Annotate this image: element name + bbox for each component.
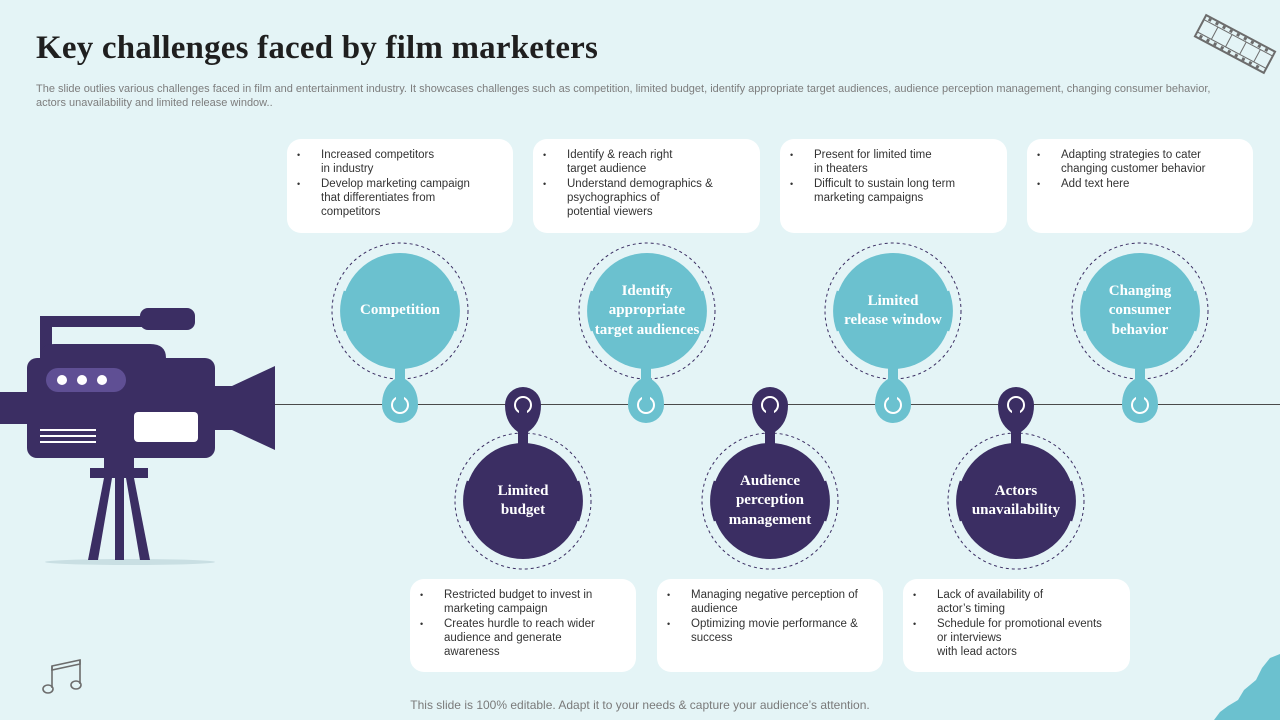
- challenge-audience-perception-details: Managing negative perception of audience…: [657, 579, 883, 672]
- bullet-point: Add text here: [1037, 177, 1243, 192]
- timeline-line: [210, 404, 1280, 405]
- corner-decoration: [1214, 654, 1280, 720]
- bullet-point: Lack of availability of actor’s timing: [913, 588, 1120, 617]
- bullet-point: Creates hurdle to reach wider audience a…: [420, 617, 626, 660]
- challenge-label: Competition: [360, 302, 440, 319]
- video-camera-icon: [0, 308, 275, 565]
- challenge-limited-budget: Limited budget: [453, 431, 593, 571]
- bullet-point: Develop marketing campaign that differen…: [297, 177, 503, 220]
- bullet-point: Optimizing movie performance & success: [667, 617, 873, 646]
- music-note-icon: [42, 659, 82, 694]
- pin-marker-icon: [1122, 367, 1158, 423]
- challenge-label: Changing consumer behavior: [1108, 282, 1172, 338]
- challenge-release-window: Limited release window: [823, 241, 963, 381]
- challenge-release-window-details: Present for limited time in theaters Dif…: [780, 139, 1007, 233]
- bullet-point: Difficult to sustain long term marketing…: [790, 177, 997, 206]
- bullet-point: Identify & reach right target audience: [543, 148, 750, 177]
- page-subtitle: The slide outlies various challenges fac…: [36, 83, 1211, 109]
- challenge-label: Limited release window: [844, 292, 942, 329]
- film-strip-icon: [1193, 13, 1277, 75]
- pin-marker-icon: [505, 387, 541, 444]
- slide-footer: This slide is 100% editable. Adapt it to…: [410, 698, 870, 712]
- challenge-actors-unavailability: Actors unavailability: [946, 431, 1086, 571]
- challenge-target-audiences: Identify appropriate target audiences: [577, 241, 717, 381]
- bullet-point: Managing negative perception of audience: [667, 588, 873, 617]
- challenge-consumer-behavior: Changing consumer behavior: [1070, 241, 1210, 381]
- challenge-consumer-behavior-details: Adapting strategies to cater changing cu…: [1027, 139, 1253, 233]
- challenge-label: Audience perception management: [728, 472, 812, 528]
- pin-marker-icon: [752, 387, 788, 444]
- challenge-competition-details: Increased competitors in industry Develo…: [287, 139, 513, 233]
- challenge-label: Limited budget: [497, 482, 549, 519]
- page-title: Key challenges faced by film marketers: [36, 30, 599, 66]
- pin-marker-icon: [875, 367, 911, 423]
- bullet-point: Increased competitors in industry: [297, 148, 503, 177]
- pin-marker-icon: [998, 387, 1034, 444]
- challenge-actors-unavailability-details: Lack of availability of actor’s timing S…: [903, 579, 1130, 672]
- challenge-label: Actors unavailability: [971, 482, 1061, 519]
- pin-marker-icon: [382, 367, 418, 423]
- bullet-point: Schedule for promotional events or inter…: [913, 617, 1120, 660]
- bullet-point: Present for limited time in theaters: [790, 148, 997, 177]
- challenge-label: Identify appropriate target audiences: [594, 282, 700, 338]
- bullet-point: Adapting strategies to cater changing cu…: [1037, 148, 1243, 177]
- challenge-limited-budget-details: Restricted budget to invest in marketing…: [410, 579, 636, 672]
- challenge-target-audiences-details: Identify & reach right target audience U…: [533, 139, 760, 233]
- bullet-point: Understand demographics & psychographics…: [543, 177, 750, 220]
- bullet-point: Restricted budget to invest in marketing…: [420, 588, 626, 617]
- challenge-competition: Competition: [330, 241, 470, 381]
- pin-marker-icon: [628, 367, 664, 423]
- challenge-audience-perception: Audience perception management: [700, 431, 840, 571]
